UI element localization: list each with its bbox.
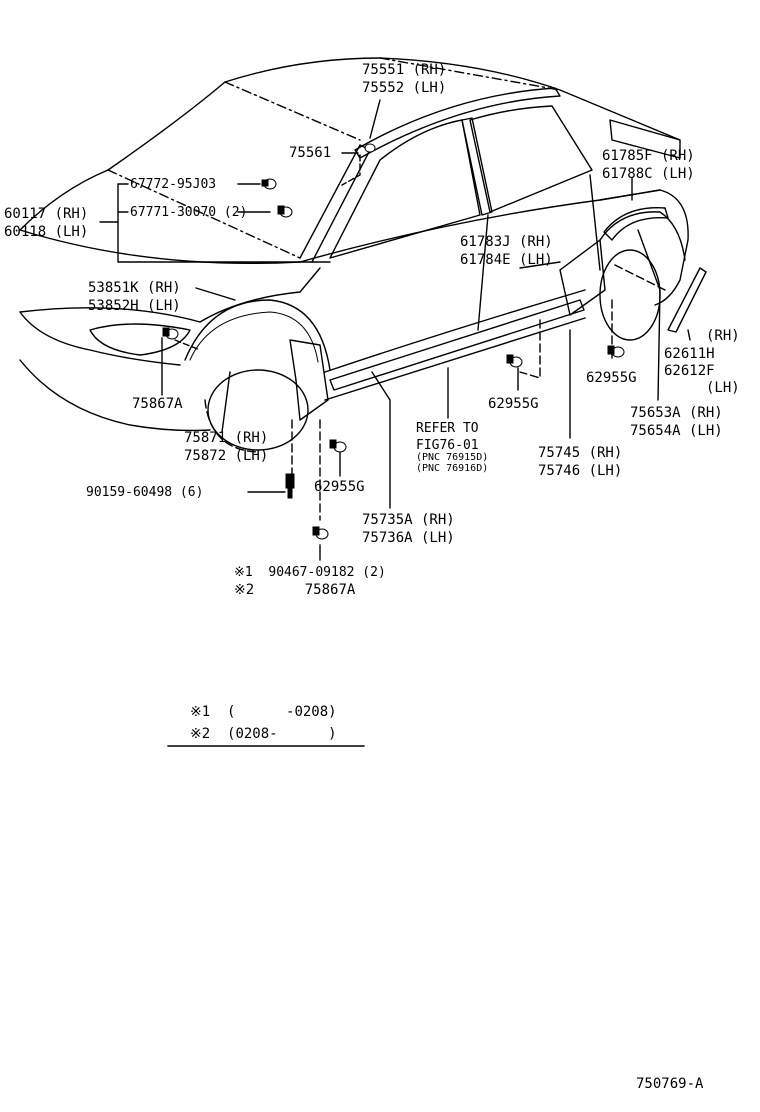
rocker-panel-bottom: [324, 317, 586, 401]
label-75745: 75745 (RH): [538, 445, 623, 461]
label-61783j: 61783J (RH): [460, 234, 553, 250]
label-53851k: 53851K (RH): [88, 280, 181, 296]
label-60117: 60117 (RH): [4, 206, 89, 222]
rear-wheel-arch: [599, 211, 686, 261]
leader-62611: [687, 329, 691, 341]
hood-edge: [19, 169, 109, 231]
clip-icon-62955g-right: [607, 345, 625, 358]
label-61788c: 61788C (LH): [602, 166, 695, 182]
front-door-window: [329, 119, 481, 259]
hidden-line-fastener-3: [519, 319, 541, 379]
front-bumper-lower: [19, 359, 211, 432]
label-75746: 75746 (LH): [538, 463, 623, 479]
roof-center-line: [224, 81, 361, 141]
rocker-panel-top: [324, 289, 586, 373]
refer-fig-label: FIG76-01: [416, 438, 479, 453]
roof-outline: [107, 57, 681, 171]
label-75867a-bottom: ※2 75867A: [234, 582, 356, 598]
hidden-line-roof-clip: [341, 154, 361, 186]
clip-icon-67772: [261, 178, 277, 190]
figure-code: 750769-A: [636, 1076, 704, 1092]
rear-mudguard: [559, 239, 606, 316]
leader-75653: [637, 229, 661, 401]
refer-pnc1-label: (PNC 76915D): [416, 452, 489, 463]
refer-pnc2-label: (PNC 76916D): [416, 463, 489, 474]
hood-front: [19, 229, 301, 265]
label-62955g-right: 62955G: [586, 370, 637, 386]
label-62612f: 62612F: [664, 363, 715, 379]
rear-arch-molding: [603, 207, 669, 241]
front-wheel-arch: [184, 299, 331, 371]
clip-icon-62955g-left: [329, 439, 347, 453]
label-90467: ※1 90467-09182 (2): [234, 565, 386, 580]
front-wheel: [207, 369, 309, 451]
door-gap-front: [477, 214, 489, 331]
front-arch-molding: [189, 311, 319, 363]
label-62955g-left: 62955G: [314, 479, 365, 495]
label-75654a: 75654A (LH): [630, 423, 723, 439]
label-67772: 67772-95J03: [130, 177, 217, 192]
rocker-molding: [329, 299, 585, 391]
belt-line: [299, 189, 661, 263]
hidden-line-molding: [614, 264, 666, 291]
label-75867a-top: 75867A: [132, 396, 183, 412]
hidden-line-clip: [174, 339, 201, 351]
front-bumper: [19, 311, 181, 366]
label-75735a: 75735A (RH): [362, 512, 455, 528]
rear-lamp: [609, 119, 681, 159]
headlamp: [89, 323, 191, 356]
clip-icon-75561: [364, 143, 376, 153]
label-62611-rh: (RH): [706, 328, 740, 344]
windshield-line: [107, 169, 301, 259]
a-pillar: [299, 144, 371, 263]
note-2: ※2 (0208- ): [190, 726, 337, 742]
note-1: ※1 ( -0208): [190, 704, 337, 720]
label-75561: 75561: [289, 145, 332, 161]
front-wheel-hidden: [204, 399, 259, 453]
label-61784e: 61784E (LH): [460, 252, 553, 268]
label-61785f: 61785F (RH): [602, 148, 695, 164]
screw-icon-90159: [285, 473, 295, 499]
label-90159: 90159-60498 (6): [86, 485, 204, 500]
label-75653a: 75653A (RH): [630, 405, 723, 421]
label-53852h: 53852H (LH): [88, 298, 181, 314]
label-75872: 75872 (LH): [184, 448, 269, 464]
clip-icon-62955g-center: [506, 354, 523, 368]
rear-quarter: [599, 189, 689, 306]
leader-75551: [369, 99, 381, 139]
label-75871: 75871 (RH): [184, 430, 269, 446]
rear-bumper-molding: [667, 267, 707, 333]
label-67771: 67771-30070 (2): [130, 205, 248, 220]
label-75552: 75552 (LH): [362, 80, 447, 96]
leader-75871: [221, 371, 231, 433]
front-mudguard: [289, 339, 329, 421]
label-62955g-center: 62955G: [488, 396, 539, 412]
label-62611h: 62611H: [664, 346, 715, 362]
front-fender-line: [19, 267, 321, 323]
refer-to-label: REFER TO: [416, 421, 479, 436]
b-pillar: [461, 117, 493, 216]
label-60118: 60118 (LH): [4, 224, 89, 240]
leader-53851: [195, 287, 236, 301]
rear-door-window: [469, 105, 593, 213]
leader-60117-bracket: [117, 183, 331, 263]
clip-icon-75867a-top: [162, 327, 179, 340]
label-62612-lh: (LH): [706, 380, 740, 396]
label-75736a: 75736A (LH): [362, 530, 455, 546]
door-gap-rear: [589, 174, 601, 271]
roof-pillar-line: [379, 57, 561, 91]
clip-icon-67771: [277, 205, 293, 218]
clip-icon-90467: [312, 526, 329, 540]
leader-61783: [519, 261, 561, 269]
drip-rail-molding: [354, 87, 561, 159]
leader-75735: [371, 371, 391, 509]
label-75551: 75551 (RH): [362, 62, 447, 78]
